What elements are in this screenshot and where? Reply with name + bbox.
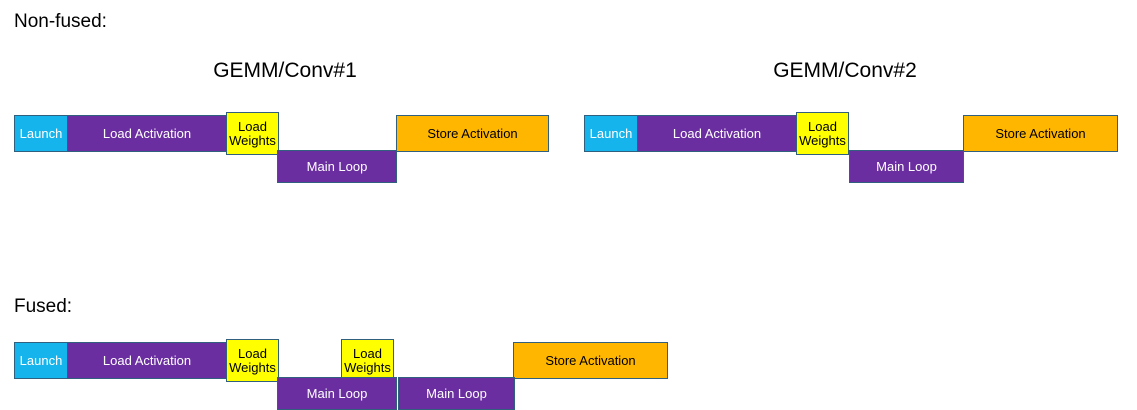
nonfused-g2-main-loop-bar[interactable]: Main Loop [849, 150, 964, 183]
fused-main-loop-1-bar[interactable]: Main Loop [277, 377, 397, 410]
nonfused-g1-load-activation-bar[interactable]: Load Activation [67, 115, 227, 152]
group-title-gemm-conv-2: GEMM/Conv#2 [773, 59, 917, 82]
fused-section-label: Fused: [14, 296, 73, 317]
group-title-gemm-conv-1: GEMM/Conv#1 [213, 59, 357, 82]
nonfused-g1-main-loop-bar[interactable]: Main Loop [277, 150, 397, 183]
fused-load-activation-bar[interactable]: Load Activation [67, 342, 227, 379]
nonfused-g2-load-weights-bar[interactable]: Load Weights [796, 112, 849, 155]
nonfused-g2-store-activation-bar[interactable]: Store Activation [963, 115, 1118, 152]
fused-launch-bar[interactable]: Launch [14, 342, 68, 379]
nonfused-g1-store-activation-bar[interactable]: Store Activation [396, 115, 549, 152]
fused-store-activation-bar[interactable]: Store Activation [513, 342, 668, 379]
fused-main-loop-2-bar[interactable]: Main Loop [398, 377, 515, 410]
nonfused-g2-launch-bar[interactable]: Launch [584, 115, 638, 152]
nonfused-section-label: Non-fused: [14, 11, 107, 32]
fused-load-weights-2-bar[interactable]: Load Weights [341, 339, 394, 382]
nonfused-g2-load-activation-bar[interactable]: Load Activation [637, 115, 797, 152]
fused-load-weights-1-bar[interactable]: Load Weights [226, 339, 279, 382]
nonfused-g1-load-weights-bar[interactable]: Load Weights [226, 112, 279, 155]
nonfused-g1-launch-bar[interactable]: Launch [14, 115, 68, 152]
